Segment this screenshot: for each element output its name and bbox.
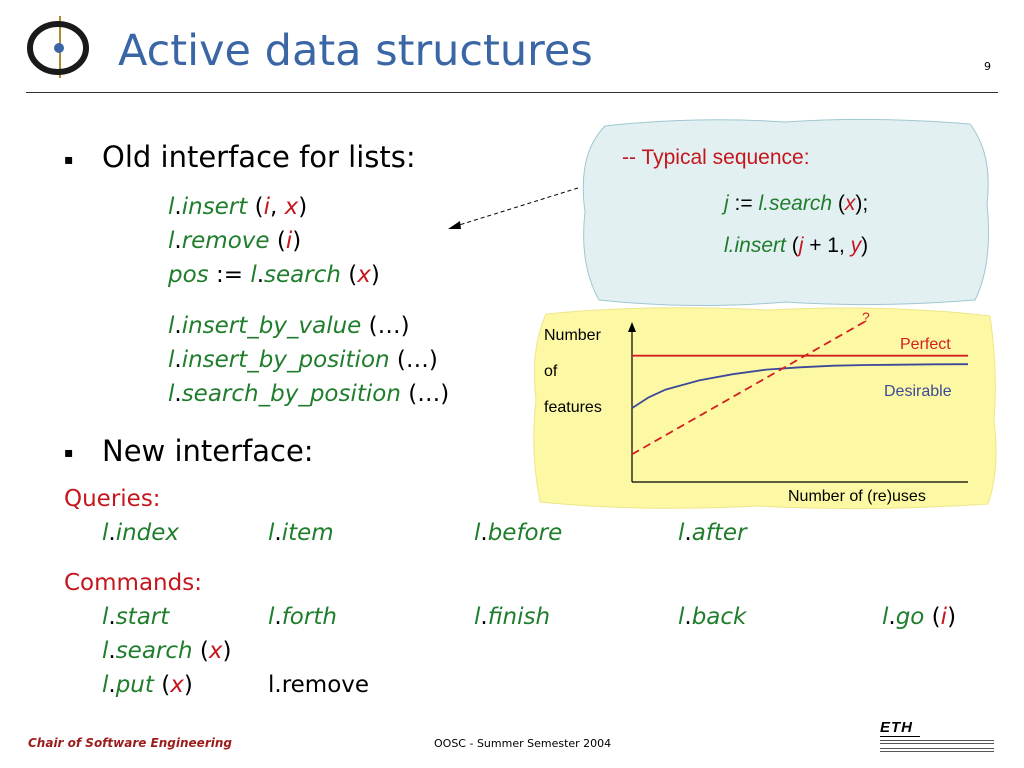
bullet-square-icon: ▪ bbox=[64, 445, 74, 461]
typical-sequence-cloud bbox=[582, 118, 989, 307]
features-chart: Number of features Number of (re)uses Pe… bbox=[528, 300, 1000, 512]
command-back: l.back bbox=[678, 604, 747, 630]
legend-question: ? bbox=[862, 309, 870, 325]
chair-logo-icon bbox=[27, 16, 89, 78]
command-remove: l.remove bbox=[268, 672, 370, 698]
chart-background bbox=[533, 307, 997, 510]
code-line-insert-by-value: l.insert_by_value (…) bbox=[168, 313, 410, 339]
commands-label: Commands: bbox=[64, 570, 202, 596]
queries-label: Queries: bbox=[64, 486, 161, 512]
code-line-search-by-position: l.search_by_position (…) bbox=[168, 381, 450, 407]
command-go: l.go (i) bbox=[882, 604, 957, 630]
command-forth: l.forth bbox=[268, 604, 337, 630]
eth-wordmark: ETH bbox=[880, 720, 920, 737]
code-line-search: pos := l.search (x) bbox=[168, 262, 380, 288]
y-label-line-3: features bbox=[544, 399, 602, 416]
features-chart-svg: Number of features Number of (re)uses Pe… bbox=[533, 307, 997, 510]
cloud-line-search: j := l.search (x); bbox=[724, 192, 869, 215]
header-divider bbox=[26, 92, 998, 93]
y-label-line-2: of bbox=[544, 363, 558, 380]
bullet-new-interface: New interface: bbox=[102, 434, 314, 468]
chart-series-layer bbox=[631, 319, 969, 456]
query-after: l.after bbox=[678, 520, 747, 546]
query-index: l.index bbox=[102, 520, 180, 546]
command-search: l.search (x) bbox=[102, 638, 232, 664]
query-before: l.before bbox=[474, 520, 563, 546]
cloud-comment: -- Typical sequence: bbox=[622, 146, 810, 169]
query-item: l.item bbox=[268, 520, 334, 546]
bullet-old-interface: Old interface for lists: bbox=[102, 140, 416, 174]
slide-number: 9 bbox=[984, 60, 991, 73]
cloud-line-insert: l.insert (j + 1, y) bbox=[724, 234, 869, 257]
y-axis-arrow-icon bbox=[628, 322, 636, 332]
legend-perfect: Perfect bbox=[900, 336, 951, 353]
x-axis-label: Number of (re)uses bbox=[788, 488, 926, 505]
command-put: l.put (x) bbox=[102, 672, 193, 698]
series-line-2 bbox=[631, 319, 868, 456]
code-line-insert-by-position: l.insert_by_position (…) bbox=[168, 347, 438, 373]
code-line-insert: l.insert (i, x) bbox=[168, 194, 308, 220]
command-start: l.start bbox=[102, 604, 170, 630]
page-title: Active data structures bbox=[118, 26, 593, 76]
bullet-square-icon: ▪ bbox=[64, 152, 74, 168]
y-label-line-1: Number bbox=[544, 327, 602, 344]
legend-desirable: Desirable bbox=[884, 383, 952, 400]
dashed-arrow bbox=[448, 187, 579, 229]
command-finish: l.finish bbox=[474, 604, 551, 630]
footer-semester: OOSC - Summer Semester 2004 bbox=[434, 737, 612, 750]
eth-institution-lines-2 bbox=[880, 748, 994, 752]
code-line-remove: l.remove (i) bbox=[168, 228, 302, 254]
eth-logo: ETH bbox=[880, 720, 996, 754]
eth-institution-lines bbox=[880, 740, 994, 744]
footer-chair: Chair of Software Engineering bbox=[28, 736, 232, 750]
